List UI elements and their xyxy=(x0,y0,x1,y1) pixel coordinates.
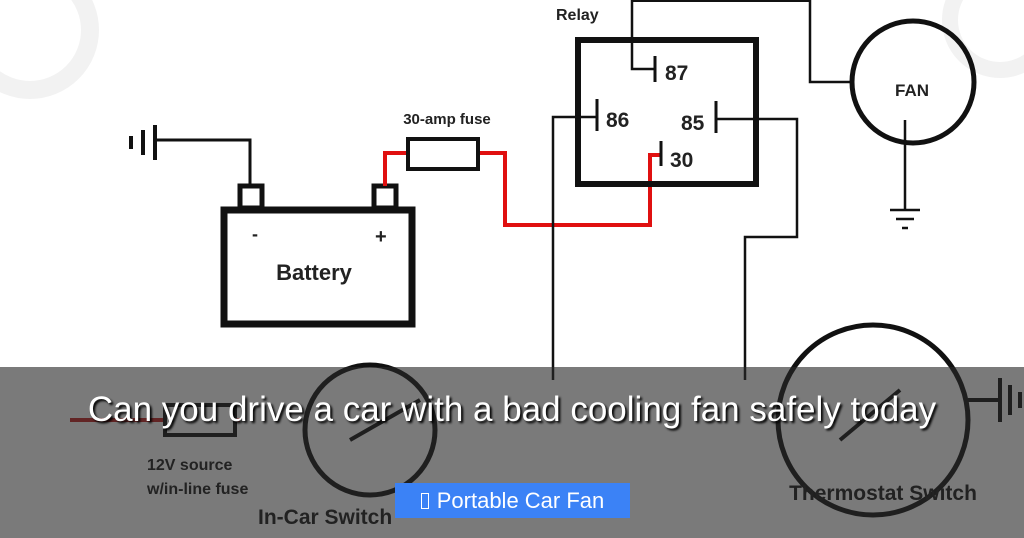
pin-85-label: 85 xyxy=(681,112,705,135)
power-wire xyxy=(383,151,408,186)
power-wire xyxy=(478,151,660,227)
ground-wire xyxy=(155,138,252,186)
tag-label: Portable Car Fan xyxy=(436,487,605,513)
gear-watermark-icon xyxy=(0,0,99,99)
relay-box xyxy=(575,37,759,187)
battery-label: Battery xyxy=(276,260,353,285)
fan-wire xyxy=(808,0,851,84)
fan-motor xyxy=(849,18,977,146)
wire-87 xyxy=(630,0,654,71)
ground-symbol-left xyxy=(129,125,157,160)
ground-symbol-fan xyxy=(890,120,920,230)
relay-label: Relay xyxy=(556,7,599,24)
battery-plus-label: + xyxy=(375,226,387,248)
portable-car-fan-tag-button[interactable]: Portable Car Fan xyxy=(395,483,630,518)
pin-30-label: 30 xyxy=(670,149,693,172)
pin-86-label: 86 xyxy=(606,109,629,132)
gear-watermark-icon xyxy=(942,0,1024,78)
fuse xyxy=(406,137,480,171)
wire-85 xyxy=(716,117,799,380)
battery xyxy=(220,183,416,328)
missing-glyph-icon xyxy=(420,492,429,509)
pin-87-label: 87 xyxy=(665,62,688,85)
fuse-label: 30-amp fuse xyxy=(403,111,491,128)
fan-label: FAN xyxy=(895,81,929,100)
battery-minus-label: - xyxy=(252,224,258,244)
caption-title: Can you drive a car with a bad cooling f… xyxy=(87,390,937,429)
wire-86 xyxy=(551,115,597,380)
